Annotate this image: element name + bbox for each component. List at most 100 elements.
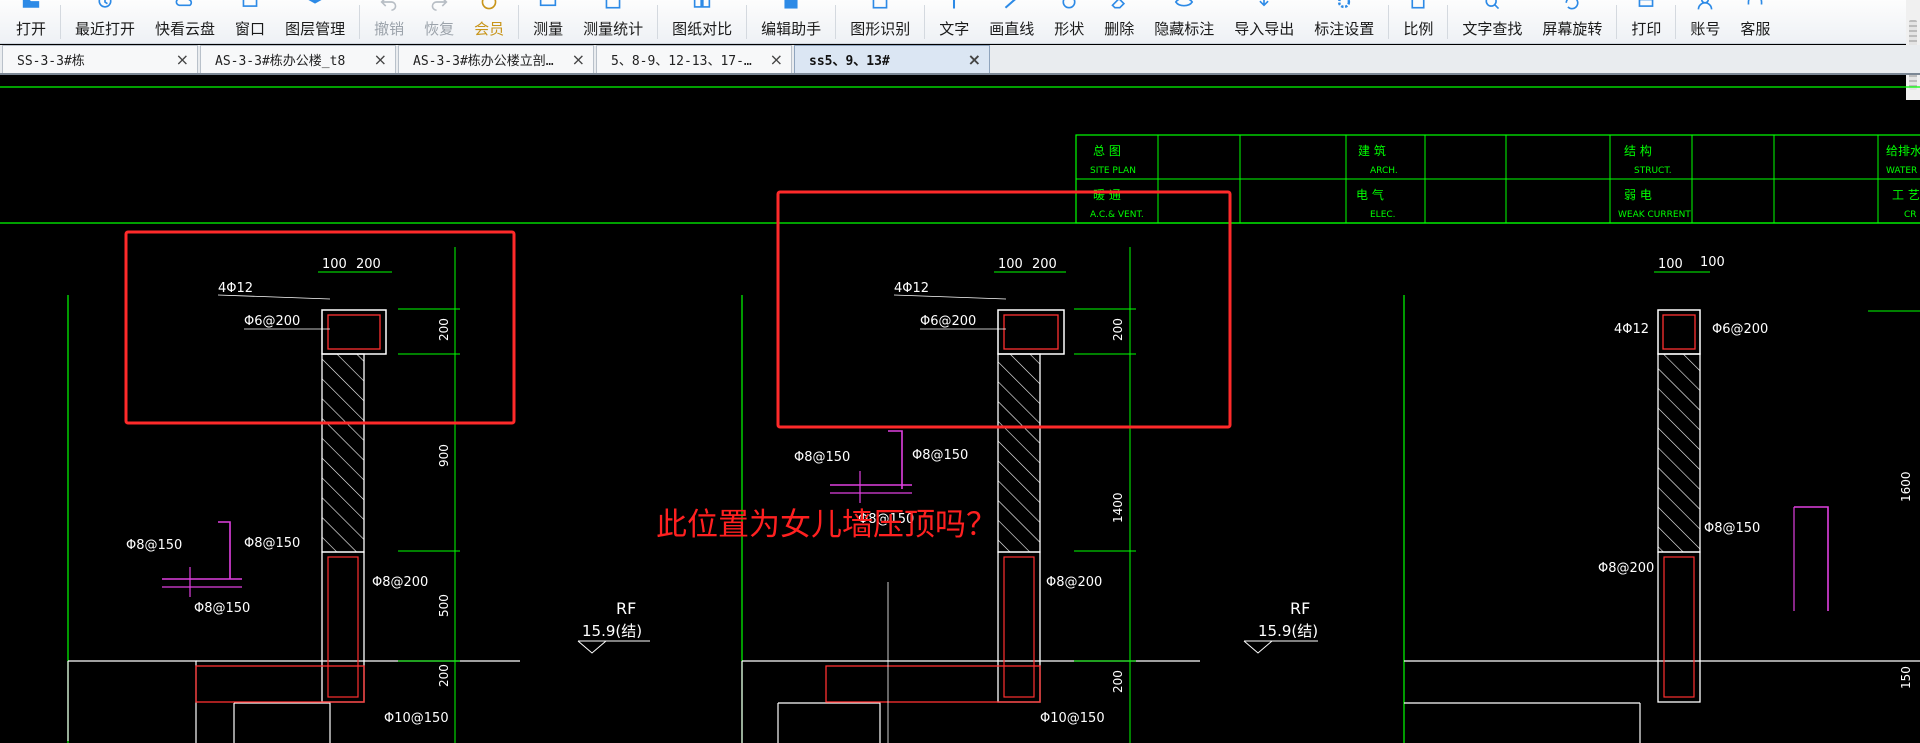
edit-assistant-icon [784,0,798,9]
rebar-8at200-mid: Φ8@200 [1046,575,1102,590]
rebar-4d12-mid: 4Φ12 [894,281,929,296]
toolbar-button-25[interactable]: 账号 [1680,0,1730,43]
toolbar-button-20[interactable]: 标注设置 [1304,0,1384,43]
tb-cr-en: CR [1904,210,1917,220]
toolbar-button-18[interactable]: 隐藏标注 [1144,0,1224,43]
tb-elec-en: ELEC. [1370,210,1396,220]
parapet-detail-right: 100 100 1600 150 4Φ12 Φ6@200 Φ8@150 Φ8@2… [1403,255,1920,743]
document-tab-3[interactable]: AS-3-3#栋办公楼立剖…× [398,45,594,73]
toolbar-button-11[interactable]: 图纸对比 [662,0,742,43]
document-tab-1[interactable]: SS-3-3#栋× [2,45,198,73]
toolbar-button-26[interactable]: 客服 [1730,0,1780,43]
toolbar-button-14[interactable]: 文字 [929,0,979,43]
toolbar-button-label: 测量 [533,20,564,38]
toolbar-button-10[interactable]: 测量统计 [573,0,653,43]
toolbar-button-label: 客服 [1740,20,1771,38]
rebar-8at150-a-left: Φ8@150 [126,538,182,553]
toolbar-separator [60,5,62,39]
headset-icon [1748,0,1763,5]
toolbar-button-label: 屏幕旋转 [1542,20,1603,38]
text-icon [953,0,956,9]
toolbar-button-12[interactable]: 编辑助手 [751,0,831,43]
tab-label: AS-3-3#栋办公楼_t8 [215,54,346,69]
toolbar-button-13[interactable]: 图形识别 [840,0,920,43]
toolbar-button-label: 快看云盘 [155,20,216,38]
shape-recognize-icon [872,0,888,9]
toolbar-button-4[interactable]: 窗口 [225,0,275,43]
toolbar-button-22[interactable]: 文字查找 [1452,0,1532,43]
title-block: 总 图 SITE PLAN 建 筑 ARCH. 结 构 STRUCT. 给排水 … [1075,134,1920,224]
toolbar-button-1[interactable]: 打开 [6,0,56,43]
toolbar-separator [359,5,361,39]
tb-struct-en: STRUCT. [1634,166,1672,176]
folder-open-icon [22,0,40,8]
toolbar-button-label: 账号 [1690,20,1721,38]
document-tab-5[interactable]: ss5、9、13#× [794,45,990,73]
toolbar-button-label: 导入导出 [1234,20,1295,38]
toolbar-button-3[interactable]: 快看云盘 [145,0,225,43]
toolbar-button-label: 编辑助手 [761,20,822,38]
toolbar-button-label: 删除 [1104,20,1135,38]
toolbar-button-17[interactable]: 删除 [1094,0,1144,43]
text-search-icon [1485,0,1500,10]
rebar-10at150-mid: Φ10@150 [1040,711,1105,726]
level-name-left: RF [616,599,636,618]
toolbar-button-label: 隐藏标注 [1154,20,1215,38]
toolbar-button-label: 测量统计 [583,20,644,38]
toolbar-button-16[interactable]: 形状 [1044,0,1094,43]
ruler-icon [539,0,557,7]
close-icon[interactable]: × [373,50,387,69]
toolbar-button-label: 打开 [16,20,47,38]
dim-100-b-right: 100 [1700,255,1725,270]
toolbar-button-23[interactable]: 屏幕旋转 [1532,0,1612,43]
import-export-icon [1259,0,1269,7]
close-icon[interactable]: × [967,50,981,69]
window-icon [242,0,258,7]
toolbar-button-label: 标注设置 [1314,20,1375,38]
toolbar-button-24[interactable]: 打印 [1621,0,1671,43]
toolbar-separator [1616,5,1618,39]
close-icon[interactable]: × [571,50,585,69]
tb-water-en: WATER [1886,166,1917,176]
rebar-4d12-left: 4Φ12 [218,281,253,296]
toolbar-button-label: 撤销 [374,20,405,38]
toolbar-button-19[interactable]: 导入导出 [1224,0,1304,43]
toolbar-button-label: 图层管理 [285,20,346,38]
toolbar-button-15[interactable]: 画直线 [979,0,1044,43]
tb-site-cn: 总 图 [1093,144,1121,158]
rebar-8at150-b-left: Φ8@150 [244,536,300,551]
close-icon[interactable]: × [175,50,189,69]
tb-hvac-cn: 暖 通 [1093,188,1121,202]
tb-cr-cn: 工 艺 [1892,188,1920,202]
cad-drawing-canvas[interactable]: 总 图 SITE PLAN 建 筑 ARCH. 结 构 STRUCT. 给排水 … [0,77,1920,743]
toolbar-button-6[interactable]: 撤销 [364,0,414,43]
toolbar-button-label: 文字 [939,20,970,38]
toolbar-button-9[interactable]: 测量 [523,0,573,43]
redo-icon [431,0,448,11]
toolbar-button-5[interactable]: 图层管理 [275,0,355,43]
cad-drawing[interactable]: 总 图 SITE PLAN 建 筑 ARCH. 结 构 STRUCT. 给排水 … [0,77,1920,743]
parapet-detail-left: 100 200 200 900 500 200 4Φ12 Φ6@200 Φ8@1… [67,230,650,743]
rotate-icon [1565,0,1579,10]
compare-icon [693,0,711,8]
toolbar-button-8[interactable]: 会员 [464,0,514,43]
document-tab-2[interactable]: AS-3-3#栋办公楼_t8 × [200,45,396,73]
toolbar-button-21[interactable]: 比例 [1393,0,1443,43]
document-tab-4[interactable]: 5、8-9、12-13、17-…× [596,45,792,73]
toolbar-button-7[interactable]: 恢复 [414,0,464,43]
rebar-6at200-right: Φ6@200 [1712,322,1768,337]
close-icon[interactable]: × [769,50,783,69]
toolbar-separator [746,5,748,39]
level-value-mid: 15.9(结) [1258,622,1318,640]
tb-water-cn: 给排水 [1886,144,1920,158]
toolbar-separator [835,5,837,39]
dim-200-cap-left: 200 [437,318,451,341]
toolbar-button-2[interactable]: 最近打开 [65,0,145,43]
rebar-8at150-b-mid: Φ8@150 [912,448,968,463]
tb-elec-cn: 电 气 [1356,187,1384,202]
toolbar-button-label: 恢复 [424,20,455,38]
dim-200-cap-mid: 200 [1111,318,1125,341]
dim-1600-right: 1600 [1899,471,1913,502]
dim-200-base-mid: 200 [1111,670,1125,693]
dim-1400-mid: 1400 [1111,492,1125,523]
